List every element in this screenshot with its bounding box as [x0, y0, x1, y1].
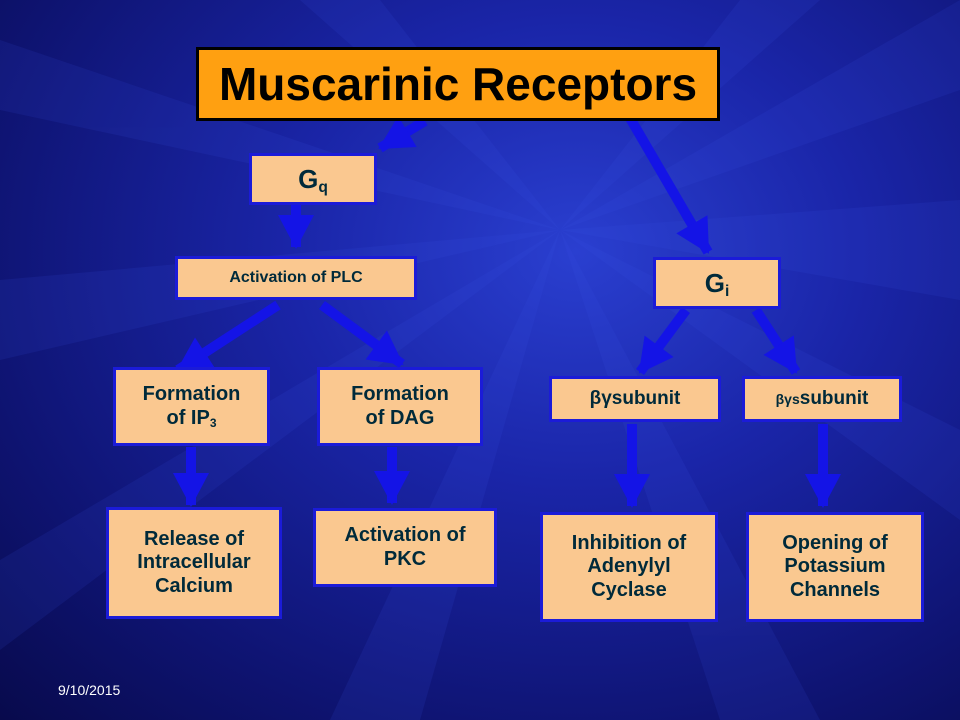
release-calcium-line1: Release of — [143, 527, 245, 550]
title-text: Muscarinic Receptors — [218, 58, 698, 110]
inhibition-line1: Inhibition of — [571, 531, 687, 554]
arrow-plc-to-ip3 — [175, 300, 281, 375]
gi-box: Gi — [653, 257, 781, 309]
bg-subunit-right-box: βγssubunit — [742, 376, 902, 422]
arrow-plc-to-dag — [319, 300, 405, 369]
formation-dag-line2: of DAG — [365, 406, 435, 429]
gq-label: Gq — [298, 163, 328, 196]
arrow-title-to-gi — [625, 115, 713, 255]
title-box: Muscarinic Receptors — [196, 47, 720, 121]
opening-line1: Opening of — [782, 531, 888, 554]
gi-label: Gi — [704, 267, 730, 300]
formation-dag-box: Formation of DAG — [317, 367, 483, 446]
release-calcium-box: Release of Intracellular Calcium — [106, 507, 282, 619]
release-calcium-line3: Calcium — [155, 574, 233, 597]
bg-subunit-left-box: βγsubunit — [549, 376, 721, 422]
formation-dag-line1: Formation — [351, 382, 449, 405]
activation-plc-label: Activation of PLC — [229, 268, 363, 286]
inhibition-adenylyl-box: Inhibition of Adenylyl Cyclase — [540, 512, 718, 622]
formation-ip3-line1: Formation — [142, 382, 241, 405]
inhibition-line3: Cyclase — [591, 578, 667, 601]
slide-date: 9/10/2015 — [58, 682, 121, 698]
release-calcium-line2: Intracellular — [137, 551, 251, 574]
bg-subunit-right-label: βγssubunit — [775, 387, 869, 409]
arrow-gi-to-subunit-left — [635, 307, 691, 375]
opening-potassium-box: Opening of Potassium Channels — [746, 512, 924, 622]
arrow-gi-to-subunit-right — [751, 307, 801, 375]
formation-ip3-line2: of IP3 — [166, 406, 217, 430]
opening-line2: Potassium — [784, 555, 886, 578]
activation-pkc-line2: PKC — [383, 547, 427, 570]
arrow-title-to-gq — [377, 116, 428, 153]
activation-pkc-line1: Activation of — [344, 523, 466, 546]
formation-ip3-box: Formation of IP3 — [113, 367, 270, 446]
bg-subunit-left-label: βγsubunit — [589, 387, 681, 409]
activation-plc-box: Activation of PLC — [175, 256, 417, 300]
gq-box: Gq — [249, 153, 377, 205]
activation-pkc-box: Activation of PKC — [313, 508, 497, 587]
opening-line3: Channels — [789, 578, 881, 601]
inhibition-line2: Adenylyl — [587, 555, 671, 578]
